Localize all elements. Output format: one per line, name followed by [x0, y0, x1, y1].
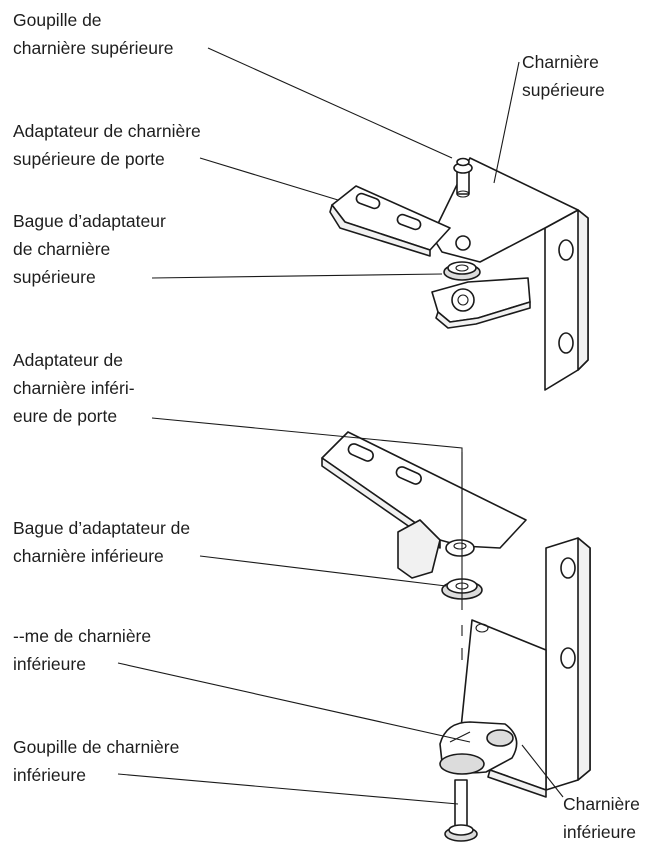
label-upper-pin: Goupille de charnière supérieure	[13, 10, 174, 58]
label-upper-adapter-bushing: Bague d’adaptateur de charnière supérieu…	[13, 211, 166, 287]
label-lower-adapter-bushing: Bague d’adaptateur de charnière inférieu…	[13, 518, 191, 566]
upper-hinge-pin	[453, 157, 473, 198]
upper-lower-leaf	[431, 277, 531, 329]
leader-lines	[117, 47, 564, 805]
lower-door-adapter	[321, 431, 527, 579]
upper-door-adapter	[329, 185, 451, 257]
lower-hinge-pin	[444, 779, 478, 842]
label-lower-hinge-cam: --me de charnière inférieure	[13, 626, 152, 674]
label-lower-door-adapter: Adaptateur de charnière inféri- eure de …	[13, 350, 135, 426]
upper-adapter-bushing	[443, 261, 481, 281]
label-lower-hinge: Charnière inférieure	[563, 794, 640, 842]
label-upper-door-adapter: Adaptateur de charnière supérieure de po…	[13, 121, 201, 169]
label-lower-hinge-pin: Goupille de charnière inférieure	[13, 737, 180, 785]
label-upper-hinge: Charnière supérieure	[522, 52, 605, 100]
lower-hinge-cam	[439, 721, 518, 775]
